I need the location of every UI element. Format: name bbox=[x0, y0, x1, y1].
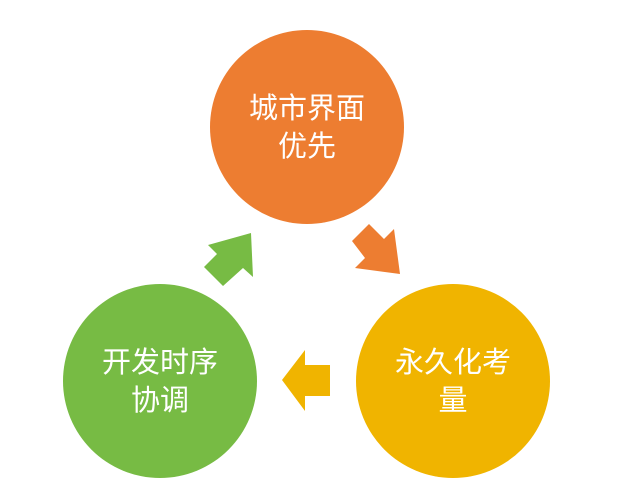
node-top-line1: 城市界面 bbox=[248, 91, 365, 125]
node-permanence-consideration: 永久化考 量 bbox=[356, 284, 550, 478]
arrow-left-to-top bbox=[204, 233, 253, 286]
node-left-line2: 协调 bbox=[130, 383, 189, 417]
node-city-interface-priority: 城市界面 优先 bbox=[210, 30, 404, 224]
arrow-top-to-right bbox=[352, 224, 400, 274]
node-development-timing-coordination: 开发时序 协调 bbox=[63, 284, 257, 478]
node-right-line2: 量 bbox=[438, 383, 468, 417]
arrow-right-to-left bbox=[282, 350, 330, 411]
node-top-line2: 优先 bbox=[277, 129, 336, 163]
node-right-line1: 永久化考 bbox=[394, 345, 511, 379]
node-left-line1: 开发时序 bbox=[101, 345, 218, 379]
